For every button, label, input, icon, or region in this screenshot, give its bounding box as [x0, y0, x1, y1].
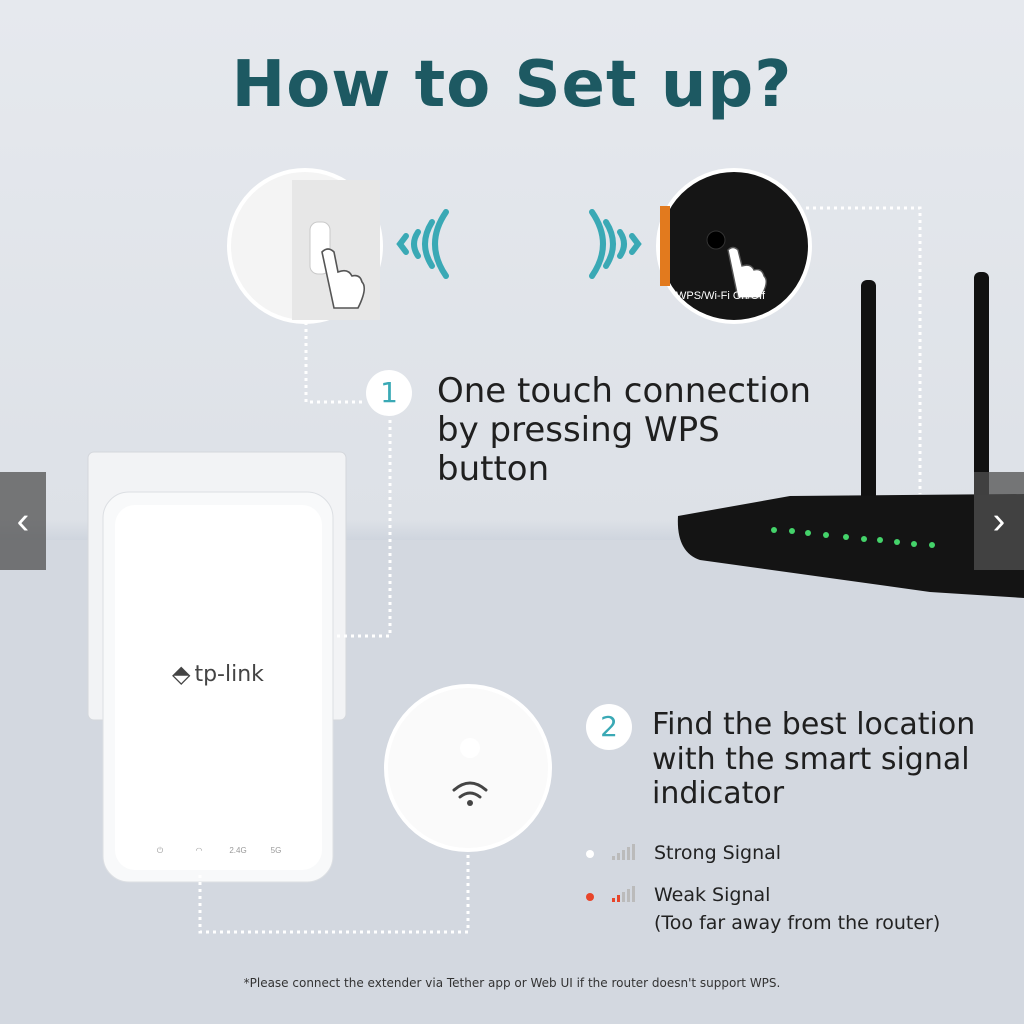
step-2-badge: 2 — [586, 704, 632, 750]
router-button — [706, 230, 726, 250]
antenna-left — [861, 280, 876, 518]
weak-signal-note: (Too far away from the router) — [654, 912, 941, 934]
prev-slide-button[interactable]: ‹ — [0, 472, 46, 570]
hand-icon-router — [727, 246, 767, 299]
weak-signal-bars-icon — [612, 886, 635, 902]
chevron-left-icon: ‹ — [16, 499, 30, 542]
connector-step1 — [335, 420, 392, 638]
step-2-line-1: Find the best location — [652, 707, 976, 742]
footnote: *Please connect the extender via Tether … — [243, 976, 781, 990]
step-1-text: One touch connection by pressing WPS but… — [437, 371, 857, 490]
step-2-line-2: with the smart signal — [652, 741, 970, 777]
page-title: How to Set up? — [231, 48, 793, 122]
led-wifi-icon: ◠ — [195, 846, 203, 855]
connector-step2 — [198, 848, 470, 934]
step-1-line-1: One touch connection — [437, 371, 812, 411]
step-2-line-3: indicator — [652, 776, 785, 811]
signal-waves-left-icon — [396, 209, 449, 279]
next-slide-button[interactable]: › — [974, 472, 1024, 570]
extender-face — [115, 505, 322, 870]
strong-signal-label: Strong Signal — [654, 842, 782, 864]
led-24g: 2.4G — [229, 846, 247, 855]
weak-signal-dot — [586, 893, 594, 901]
indicator-light — [460, 738, 480, 758]
antenna-right — [974, 272, 989, 524]
strong-signal-bars-icon — [612, 844, 635, 860]
step-1-line-3: button — [437, 449, 550, 490]
router-orange-trim — [660, 206, 670, 286]
led-power: ⏻ — [156, 846, 164, 855]
step-1-line-2: by pressing WPS — [437, 410, 720, 451]
strong-signal-dot — [586, 850, 594, 858]
router-button-label: WPS/Wi-Fi On/Off — [676, 290, 766, 302]
connector-router — [806, 206, 922, 494]
chevron-right-icon: › — [992, 499, 1006, 542]
connector-wps-left — [304, 322, 366, 404]
weak-signal-label: Weak Signal — [654, 884, 771, 906]
step-1-badge: 1 — [366, 370, 412, 416]
router-leds — [771, 527, 935, 548]
brand-logo: ⬘ tp-link — [172, 660, 264, 688]
signal-waves-right-icon — [589, 209, 642, 279]
led-5g: 5G — [270, 846, 282, 855]
router-wps-zoom — [656, 168, 812, 324]
signal-indicator-zoom — [384, 684, 552, 852]
wifi-icon — [452, 781, 488, 799]
tp-link-logo-icon: ⬘ — [172, 660, 191, 688]
brand-name: tp-link — [194, 661, 264, 687]
hand-icon — [321, 248, 366, 309]
router-body — [677, 494, 1024, 598]
step-2-text: Find the best location with the smart si… — [652, 707, 1012, 812]
